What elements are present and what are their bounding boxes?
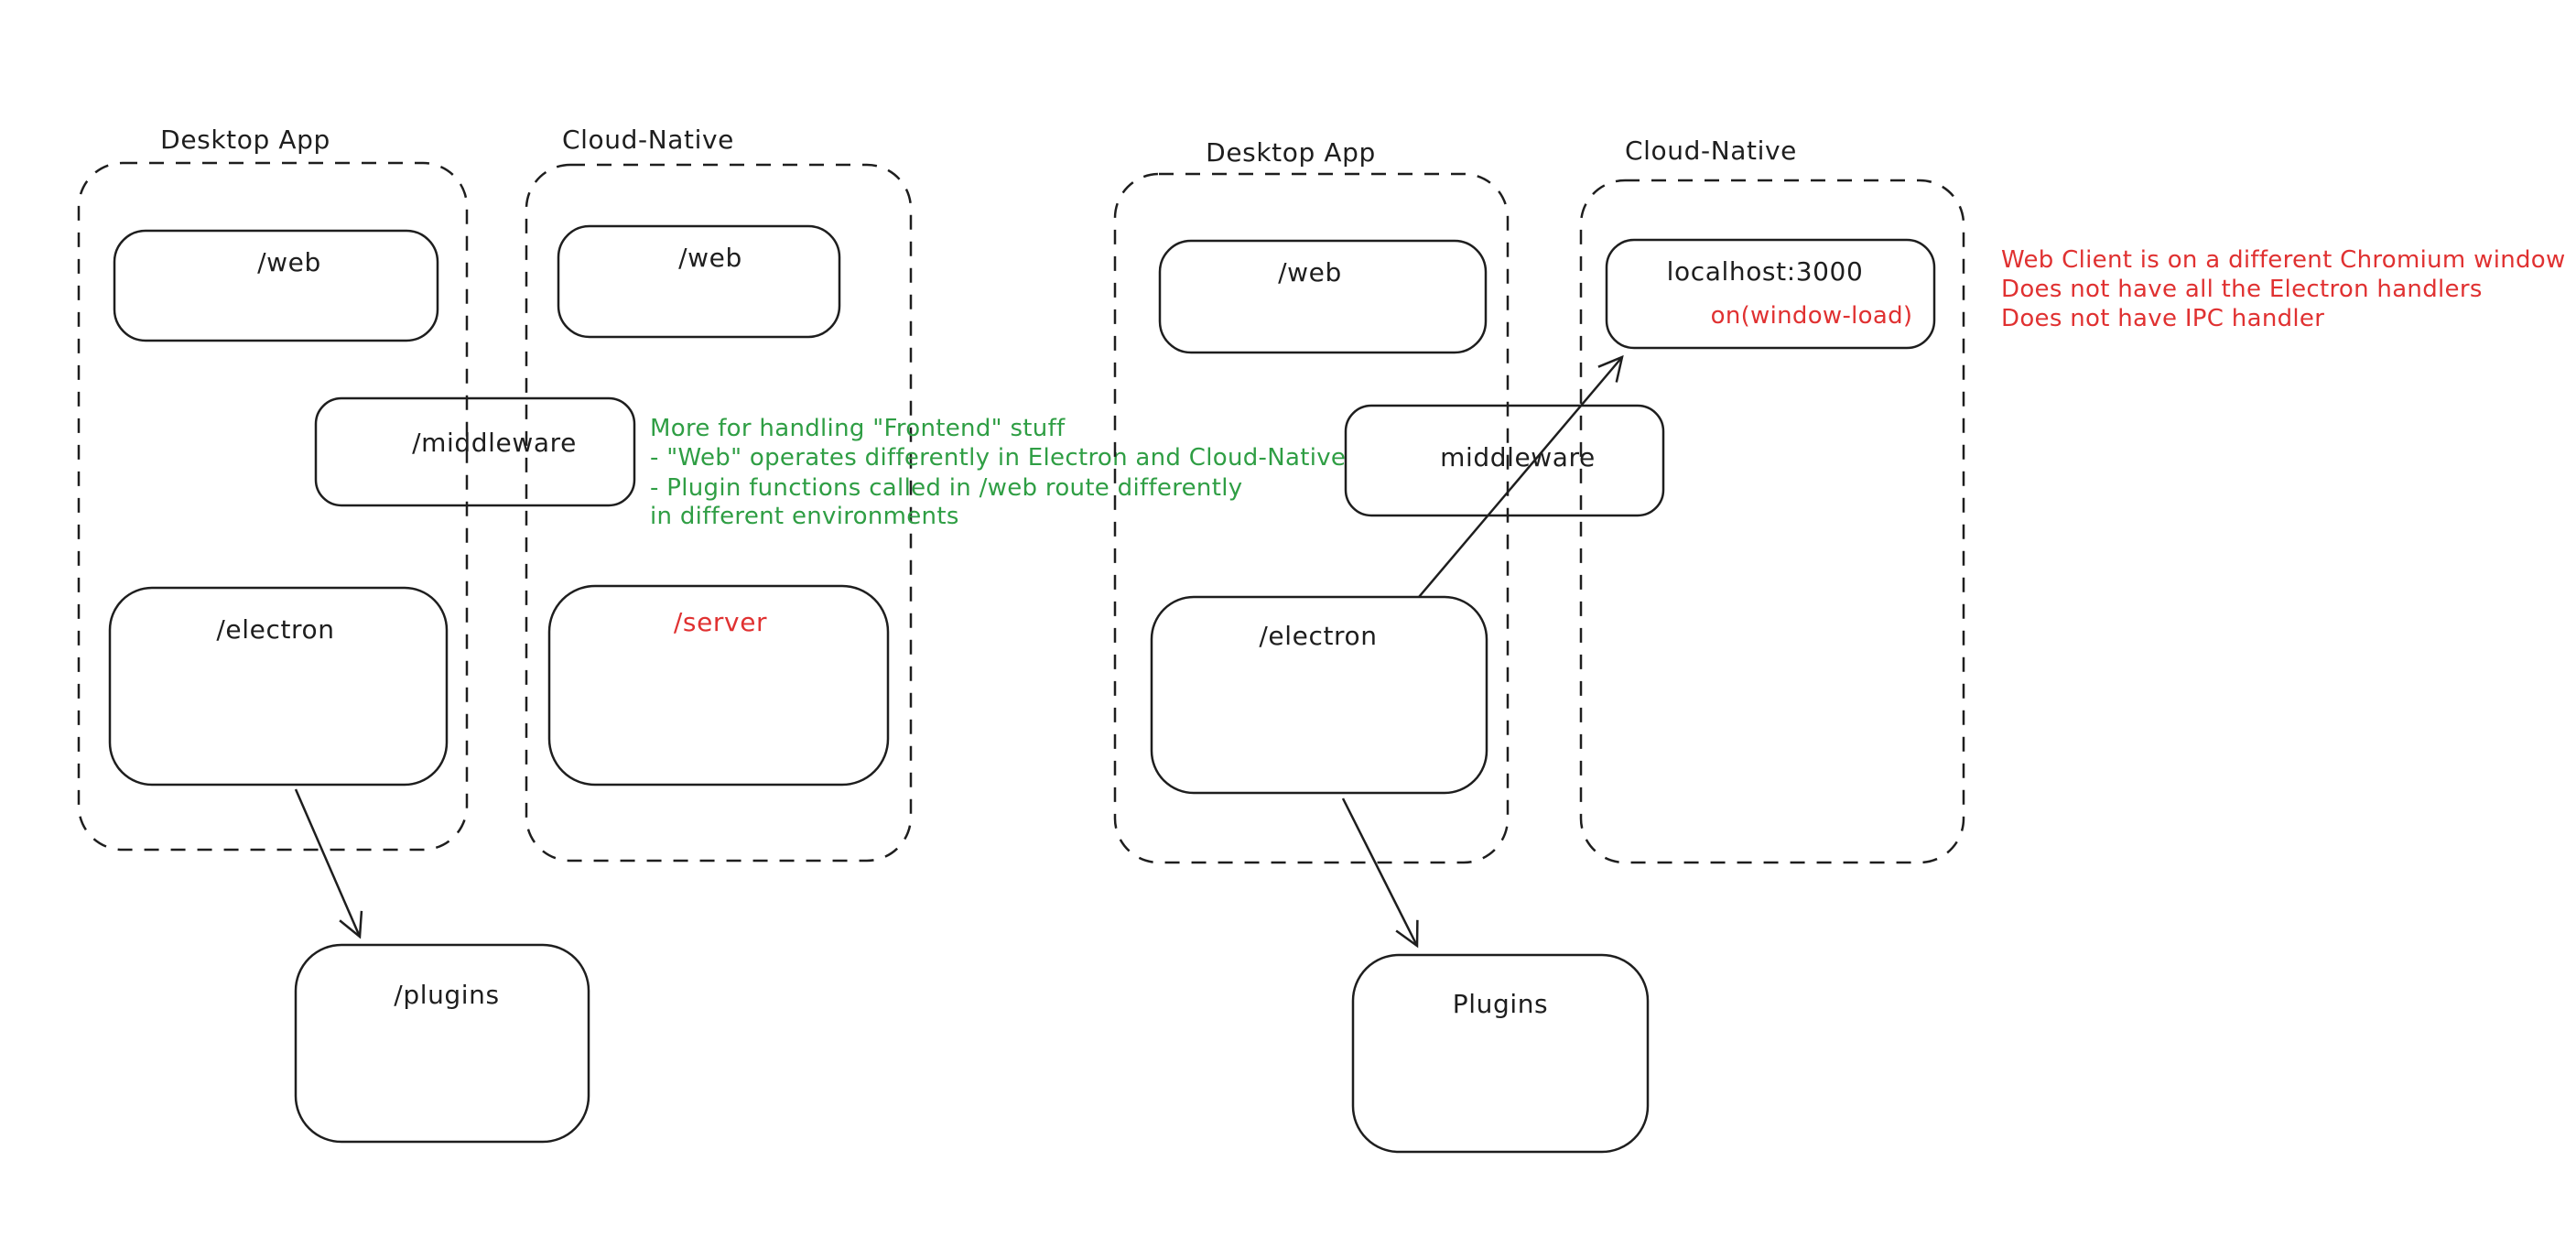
green-note-line-2: - "Web" operates differently in Electron… [650,444,1346,472]
right-localhost-box [1605,238,1936,350]
left-electron-box [108,586,449,787]
right-cloud-container-title: Cloud-Native [1625,136,1797,166]
left-cloud-native-container [525,163,913,863]
right-plugins-label: Plugins [1453,989,1549,1019]
left-server-label: /server [674,607,767,637]
left-web-cloud-label: /web [678,243,742,273]
right-arrow-electron-to-plugins [1341,798,1419,949]
red-note-line-3: Does not have IPC handler [2001,305,2324,332]
right-diagram: Desktop App Cloud-Native /web middleware… [1113,136,2566,1154]
left-green-note: More for handling "Frontend" stuff - "We… [650,415,1346,530]
right-web-box [1158,239,1488,354]
left-middleware-label: /middleware [412,428,577,458]
green-note-line-4: in different environments [650,503,959,530]
left-plugins-box [294,943,590,1144]
red-note-line-2: Does not have all the Electron handlers [2001,276,2483,303]
left-web-desktop-box [113,229,439,342]
left-electron-label: /electron [216,614,334,645]
left-web-desktop-label: /web [257,247,321,277]
left-middleware-box [314,396,636,507]
right-electron-box [1150,595,1488,795]
green-note-line-3: - Plugin functions called in /web route … [650,474,1242,502]
green-note-line-1: More for handling "Frontend" stuff [650,415,1066,442]
right-middleware-label: middleware [1440,442,1596,472]
right-red-note: Web Client is on a different Chromium wi… [2001,246,2566,332]
right-web-label: /web [1278,257,1342,288]
right-electron-label: /electron [1259,621,1377,651]
left-plugins-label: /plugins [394,980,499,1010]
right-localhost-label: localhost:3000 [1667,256,1864,287]
left-arrow-electron-to-plugins [294,788,363,939]
left-diagram: Desktop App Cloud-Native /web /web /midd… [77,125,1346,1144]
right-localhost-event-label: on(window-load) [1711,302,1913,330]
right-middleware-box [1344,404,1665,517]
red-note-line-1: Web Client is on a different Chromium wi… [2001,246,2566,274]
left-desktop-container-title: Desktop App [160,125,330,155]
right-arrow-electron-to-localhost [1418,354,1624,598]
right-cloud-native-container [1579,179,1965,864]
left-cloud-container-title: Cloud-Native [562,125,734,155]
right-desktop-container-title: Desktop App [1206,137,1376,168]
left-server-box [547,584,890,787]
right-desktop-app-container [1113,172,1510,864]
right-plugins-box [1351,953,1650,1154]
left-web-cloud-box [557,224,841,339]
